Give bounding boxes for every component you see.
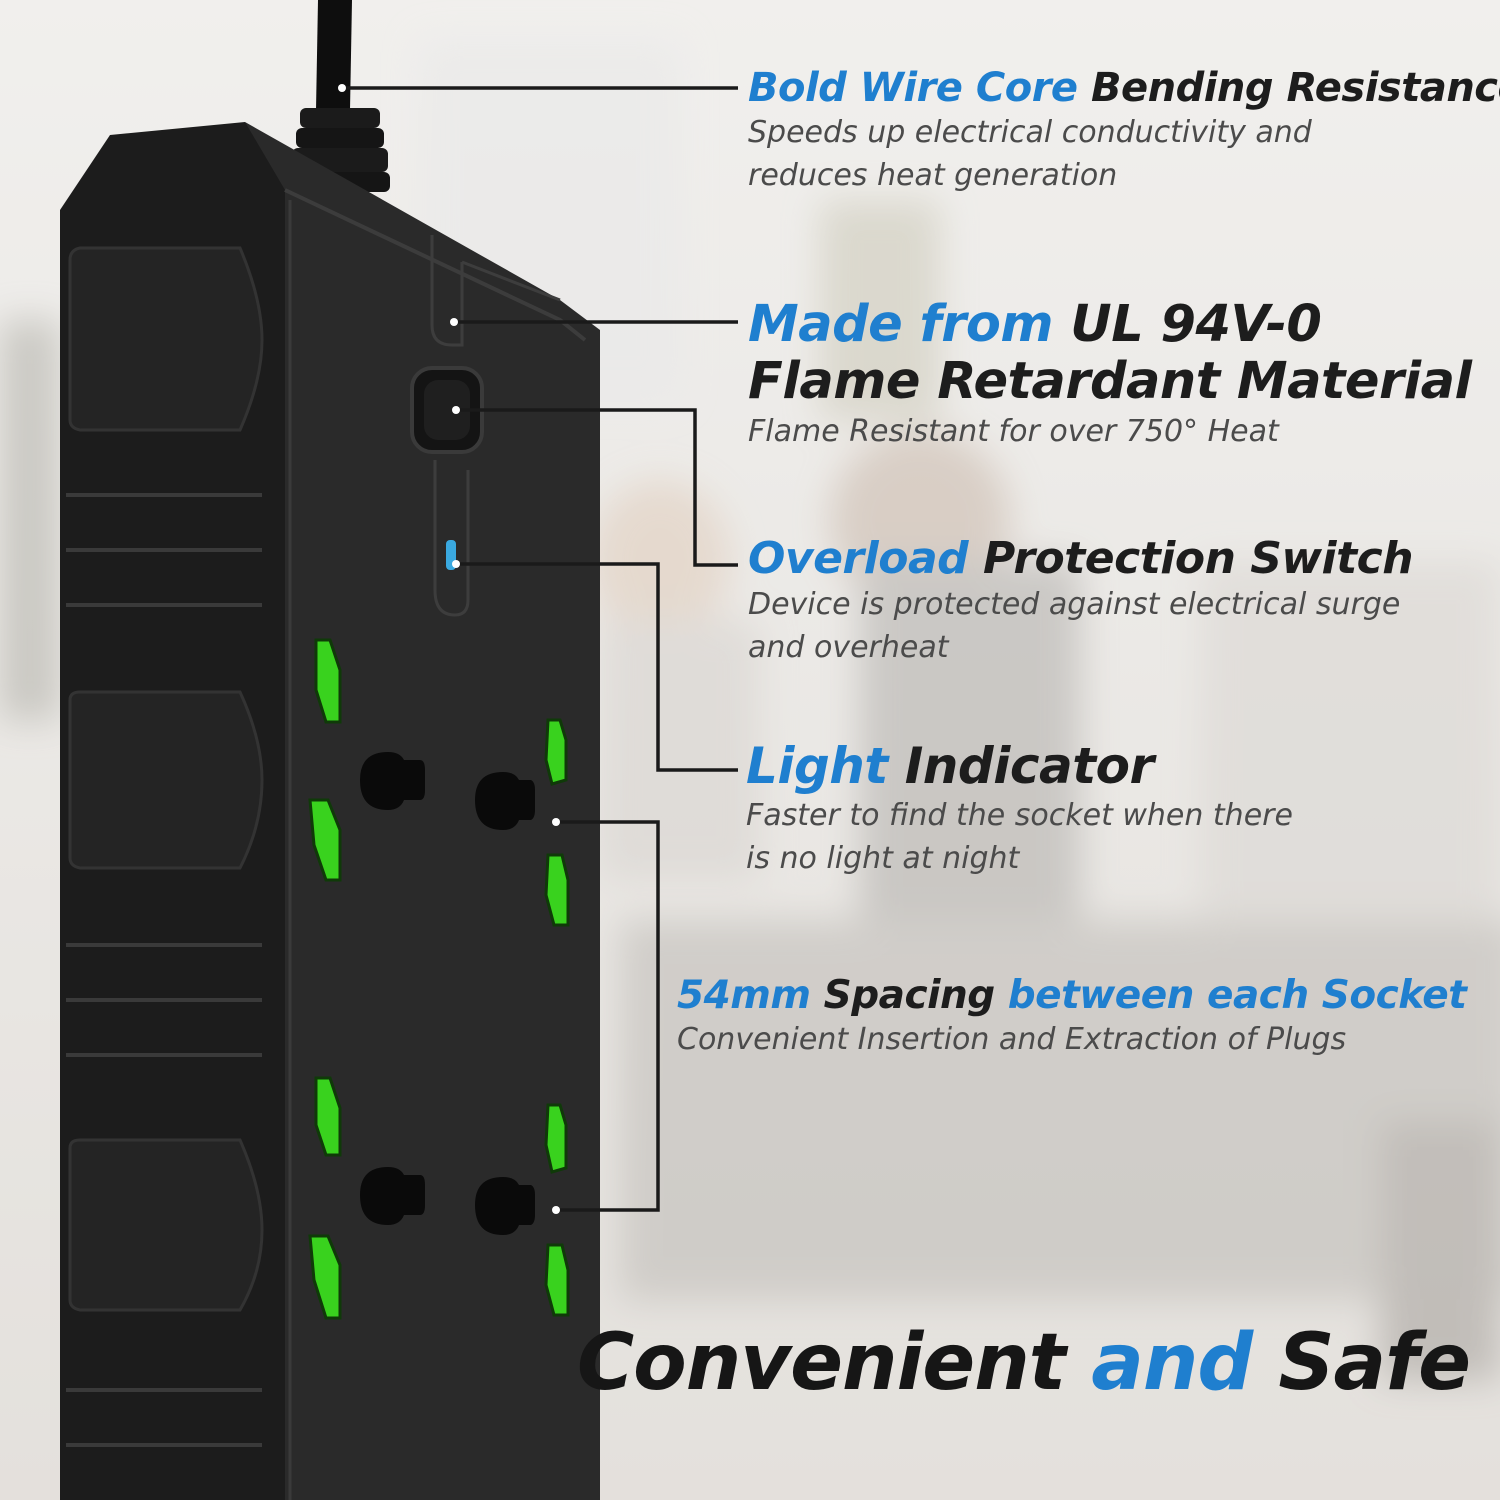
callout-description-line: reduces heat generation bbox=[748, 157, 1118, 193]
heading-accent: Overload bbox=[748, 533, 983, 584]
title-accent-word: and bbox=[1091, 1318, 1253, 1408]
callout-heading: Light Indicator bbox=[746, 738, 1293, 794]
top-recess bbox=[430, 235, 561, 617]
title-word: Safe bbox=[1252, 1318, 1471, 1408]
callout-description-line: is no light at night bbox=[746, 841, 1020, 876]
callout-description-line: Device is protected against electrical s… bbox=[748, 587, 1401, 623]
heading-dark: Spacing bbox=[823, 973, 1008, 1018]
heading-dark: Indicator bbox=[904, 737, 1154, 795]
heading-accent: between each Socket bbox=[1007, 973, 1467, 1018]
heading-accent: Made from bbox=[748, 295, 1071, 354]
callout-light-indicator: Light Indicator Faster to find the socke… bbox=[746, 738, 1293, 880]
heading-dark: Bending Resistance bbox=[1090, 65, 1500, 111]
callout-description-line: Faster to find the socket when there bbox=[746, 798, 1293, 833]
heading-accent: Light bbox=[746, 737, 905, 795]
heading-accent: 54mm bbox=[677, 973, 824, 1018]
power-cable bbox=[316, 0, 352, 110]
callout-description-line: Speeds up electrical conductivity and bbox=[748, 114, 1312, 150]
heading-dark: Protection Switch bbox=[982, 533, 1414, 584]
callout-heading-line2: Flame Retardant Material bbox=[748, 353, 1472, 410]
callout-overload-protection: Overload Protection Switch Device is pro… bbox=[748, 533, 1414, 669]
banner-title: Convenient and Safe bbox=[576, 1318, 1471, 1408]
callout-socket-spacing: 54mm Spacing between each Socket Conveni… bbox=[677, 973, 1467, 1061]
callout-description-line: Convenient Insertion and Extraction of P… bbox=[677, 1021, 1347, 1057]
callout-heading: Bold Wire Core Bending Resistance bbox=[748, 66, 1500, 111]
callout-bold-wire-core: Bold Wire Core Bending Resistance Speeds… bbox=[748, 66, 1500, 197]
callout-heading: 54mm Spacing between each Socket bbox=[677, 973, 1467, 1018]
side-bumpers bbox=[68, 246, 264, 1312]
socket-round-holes bbox=[360, 752, 535, 1235]
callout-description-line: and overheat bbox=[748, 630, 949, 666]
callout-description-line: Flame Resistant for over 750° Heat bbox=[748, 414, 1279, 449]
heading-dark: Flame Retardant Material bbox=[748, 352, 1472, 411]
socket-green-pins bbox=[308, 638, 570, 1320]
heading-accent: Bold Wire Core bbox=[748, 65, 1091, 111]
callout-heading: Overload Protection Switch bbox=[748, 533, 1414, 584]
callout-flame-retardant: Made from UL 94V-0 Flame Retardant Mater… bbox=[748, 296, 1472, 453]
side-grooves bbox=[66, 493, 262, 1447]
title-word: Convenient bbox=[576, 1318, 1092, 1408]
callout-heading: Made from UL 94V-0 bbox=[748, 296, 1472, 353]
heading-dark: UL 94V-0 bbox=[1070, 295, 1322, 354]
